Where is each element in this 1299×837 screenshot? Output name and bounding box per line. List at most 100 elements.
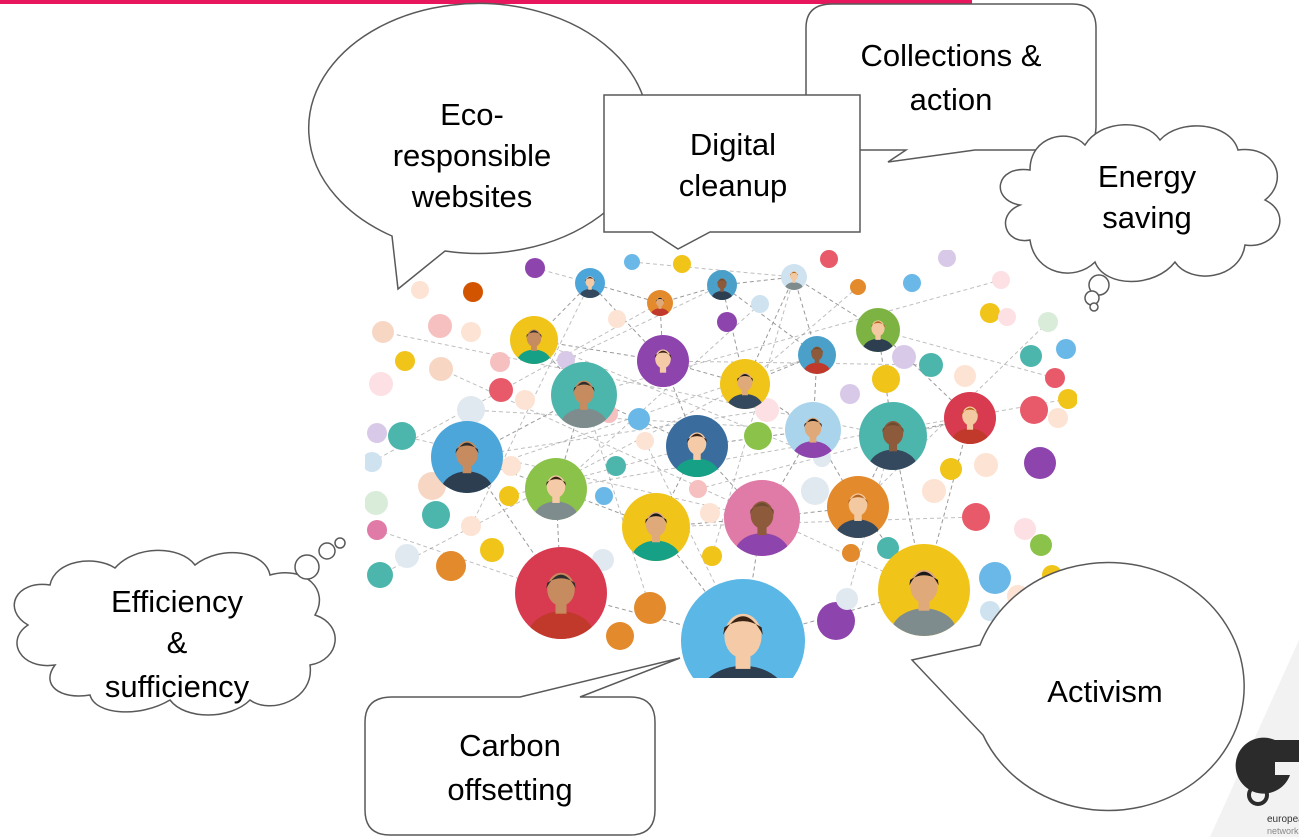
network-dot xyxy=(1014,518,1036,540)
network-dot xyxy=(1058,389,1077,409)
network-dot xyxy=(702,546,722,566)
network-dot xyxy=(411,281,429,299)
network-dot xyxy=(461,516,481,536)
network-dot xyxy=(608,310,626,328)
callout-text-line: Digital xyxy=(690,127,776,162)
network-dot xyxy=(480,538,504,562)
network-dot xyxy=(840,384,860,404)
network-dot xyxy=(422,501,450,529)
network-dot xyxy=(744,422,772,450)
network-dot xyxy=(1020,345,1042,367)
network-dot xyxy=(365,491,388,515)
network-dot xyxy=(1020,396,1048,424)
network-dot xyxy=(457,396,485,424)
network-dot xyxy=(980,303,1000,323)
thought-dot xyxy=(1089,302,1099,312)
callout-text-line: websites xyxy=(411,179,533,214)
logo-text-line2: network xyxy=(1267,826,1299,836)
network-dot xyxy=(436,551,466,581)
network-dot xyxy=(628,408,650,430)
callout-efficiency-sufficiency: Efficiency & sufficiency xyxy=(13,537,346,716)
logo-mark xyxy=(1235,737,1299,794)
network-dot xyxy=(689,480,707,498)
network-dot xyxy=(992,271,1010,289)
network-dot xyxy=(490,352,510,372)
avatar-person-icon xyxy=(666,415,728,477)
callout-text-line: sufficiency xyxy=(105,669,250,704)
network-dot xyxy=(954,365,976,387)
avatar-person-icon xyxy=(707,270,737,300)
callout-digital-cleanup: Digital cleanup xyxy=(603,94,861,250)
network-dot xyxy=(428,314,452,338)
network-dot xyxy=(842,544,860,562)
organization-logo: europea network xyxy=(1210,640,1299,837)
network-dot xyxy=(557,351,575,369)
avatar-person-icon xyxy=(781,264,807,290)
avatar-person-icon xyxy=(827,476,889,538)
network-dot xyxy=(395,351,415,371)
network-dot xyxy=(461,322,481,342)
network-dot xyxy=(388,422,416,450)
network-dot xyxy=(872,365,900,393)
callout-shape xyxy=(999,124,1281,283)
network-dot xyxy=(877,537,899,559)
avatar-person-icon xyxy=(944,392,996,444)
network-dot xyxy=(1048,408,1068,428)
network-dot xyxy=(673,255,691,273)
network-dot xyxy=(940,458,962,480)
network-dot xyxy=(974,453,998,477)
avatar-person-icon xyxy=(551,362,617,428)
callout-shape xyxy=(308,2,650,291)
network-dot xyxy=(515,390,535,410)
network-dot xyxy=(395,544,419,568)
callout-text-line: action xyxy=(910,82,993,117)
thought-dot xyxy=(334,537,346,549)
network-dot xyxy=(595,487,613,505)
network-dot xyxy=(979,562,1011,594)
avatar-person-icon xyxy=(856,308,900,352)
network-dot xyxy=(499,486,519,506)
callout-text-line: saving xyxy=(1102,200,1192,235)
callout-text-line: offsetting xyxy=(447,772,572,807)
avatar-person-icon xyxy=(637,335,689,387)
avatar-person-icon xyxy=(575,268,605,298)
thought-dot xyxy=(294,554,320,580)
network-dot xyxy=(429,357,453,381)
avatar-person-icon xyxy=(798,336,836,374)
network-dot xyxy=(1030,534,1052,556)
network-dot xyxy=(850,279,866,295)
network-dot xyxy=(836,588,858,610)
thought-dot xyxy=(318,542,336,560)
callout-shape xyxy=(364,657,681,836)
network-dot xyxy=(463,282,483,302)
network-avatars xyxy=(431,264,996,678)
callout-energy-saving: Energy saving xyxy=(999,124,1281,312)
network-dot xyxy=(801,477,829,505)
network-dot xyxy=(369,372,393,396)
network-dot xyxy=(700,503,720,523)
callout-text-line: Eco- xyxy=(440,97,504,132)
callout-collections-action: Collections & action xyxy=(805,3,1097,163)
callout-carbon-offsetting: Carbon offsetting xyxy=(364,657,681,836)
callout-text-line: Efficiency xyxy=(111,584,244,619)
network-dot xyxy=(489,378,513,402)
network-dot xyxy=(980,601,1000,621)
network-dot xyxy=(636,432,654,450)
avatar-person-icon xyxy=(720,359,770,409)
avatar-person-icon xyxy=(859,402,927,470)
avatar-person-icon xyxy=(724,480,800,556)
callout-text-line: Carbon xyxy=(459,728,561,763)
callout-text-line: responsible xyxy=(393,138,552,173)
network-dot xyxy=(751,295,769,313)
network-dot xyxy=(367,562,393,588)
network-dot xyxy=(367,520,387,540)
network-dot xyxy=(501,456,521,476)
network-dot xyxy=(367,423,387,443)
network-dot xyxy=(998,308,1016,326)
network-dot xyxy=(1045,368,1065,388)
callout-shape xyxy=(805,3,1097,163)
network-dot xyxy=(1038,312,1058,332)
network-dot xyxy=(820,250,838,268)
network-dots xyxy=(365,250,1077,650)
callout-eco-responsible-websites: Eco- responsible websites xyxy=(308,2,650,291)
